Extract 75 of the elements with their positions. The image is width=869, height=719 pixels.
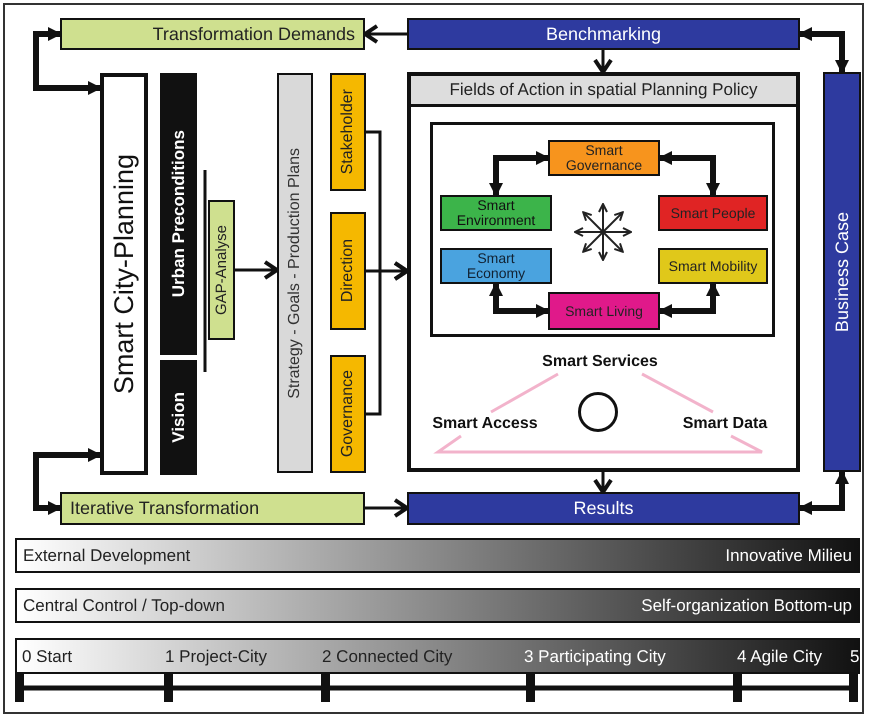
process-box [440,248,552,284]
shape-box [430,122,775,337]
arrow [489,282,550,318]
bar-label: Central Control / Top-down [23,596,225,616]
gradient-bar [15,538,860,573]
process-box [407,492,800,525]
box-label: Urban Preconditions [170,130,188,298]
box-label: GAP-Analyse [214,224,230,316]
stage-label: 5 [850,647,860,667]
process-box [440,195,552,231]
box-label: Iterative Transformation [70,499,260,518]
gradient-bar [15,588,860,623]
stage-bar [15,638,860,674]
arrow [658,151,720,197]
box-heading: Fields of Action in spatial Planning Policy [411,76,796,107]
box-label: Direction [340,239,356,303]
text-label: Smart Access [425,412,545,436]
stage-label: 2 Connected City [322,647,452,667]
process-box [60,18,365,50]
arrow [798,470,849,515]
box-label: Smart Mobility [668,258,758,274]
arrow [363,24,407,44]
arrow [658,282,720,318]
arrow [33,27,102,95]
box-label: Vision [170,392,188,443]
vertical-box [277,73,313,473]
stage-label: 0 Start [22,647,72,667]
vertical-box [208,200,235,340]
arrow [365,498,409,518]
bar-label: Self-organization Bottom-up [641,596,852,616]
vertical-box [160,360,197,475]
process-box [658,195,768,231]
vertical-box [100,73,148,475]
text-label: Smart Services [530,350,670,374]
arrow [235,260,279,280]
box-label: Smart People [670,206,756,220]
vertical-box [330,355,366,473]
box-label: Smart Living [565,304,643,318]
box-label: Smart Governance [564,143,644,173]
process-box [658,248,768,284]
process-box [60,492,365,525]
box-label: Smart City-Planning [110,154,138,394]
arrow [366,261,409,416]
arrow [489,151,550,197]
arrow [593,50,613,74]
stage-label: 4 Agile City [737,647,822,667]
arrow [593,472,613,494]
vertical-box [823,72,861,472]
text-label: Smart Data [665,412,785,436]
bar-label: External Development [23,546,190,566]
box-label: Smart Environment [456,198,536,228]
box-label: Stakeholder [340,89,356,175]
stage-label: 1 Project-City [165,647,268,667]
arrow [798,27,849,74]
circle-shape [578,392,618,432]
vertical-box [330,212,366,330]
box-label: Benchmarking [546,24,662,44]
box-label: Strategy - Goals - Production Plans [286,148,304,398]
group-frame [407,72,800,472]
box-label: Governance [340,370,356,458]
connector-line [641,372,714,414]
box-label: Smart Economy [466,251,526,281]
connector-line [490,372,559,414]
bar-label: Innovative Milieu [725,546,852,566]
arrow [33,448,102,515]
connector-line [433,434,764,454]
vertical-box [330,73,366,191]
box-label: Transformation Demands [152,24,355,44]
vertical-box [160,73,197,355]
process-box [548,140,660,176]
box-label: Business Case [832,212,852,332]
stage-label: 3 Participating City [524,647,666,667]
process-box [407,18,800,50]
box-label: Results [573,499,634,518]
process-box [548,292,660,330]
